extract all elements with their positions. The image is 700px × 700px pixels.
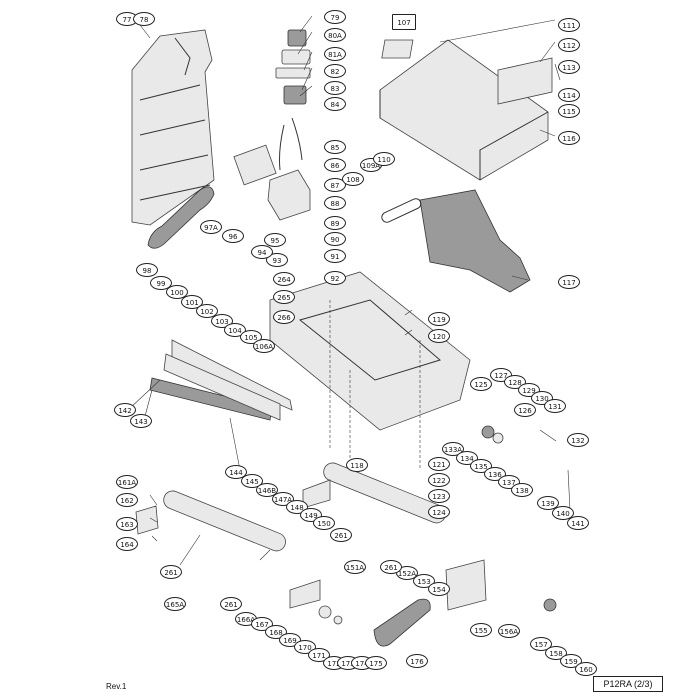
drive-belt <box>147 186 215 249</box>
callout-101: 101 <box>181 295 203 309</box>
callout-108: 108 <box>342 172 364 186</box>
callout-120: 120 <box>428 329 450 343</box>
callout-110: 110 <box>373 152 395 166</box>
callout-140: 140 <box>552 506 574 520</box>
callout-161A: 161A <box>116 475 138 489</box>
callout-125: 125 <box>470 377 492 391</box>
callout-261-d: 261 <box>220 597 242 611</box>
callout-175: 175 <box>365 656 387 670</box>
callout-92: 92 <box>324 271 346 285</box>
callout-143: 143 <box>130 414 152 428</box>
callout-155: 155 <box>470 623 492 637</box>
callout-83: 83 <box>324 81 346 95</box>
callout-265: 265 <box>273 290 295 304</box>
revision-label: Rev.1 <box>106 682 127 691</box>
callout-87: 87 <box>324 178 346 192</box>
planer-base <box>269 271 471 470</box>
callout-89: 89 <box>324 216 346 230</box>
callout-157: 157 <box>530 637 552 651</box>
callout-82: 82 <box>324 64 346 78</box>
callout-176: 176 <box>406 654 428 668</box>
callout-261-c: 261 <box>160 565 182 579</box>
leader-lines <box>127 15 571 566</box>
callout-141: 141 <box>567 516 589 530</box>
callout-164: 164 <box>116 537 138 551</box>
callout-111: 111 <box>558 18 580 32</box>
callout-97A: 97A <box>200 220 222 234</box>
callout-264: 264 <box>273 272 295 286</box>
callout-93: 93 <box>266 253 288 267</box>
callout-95: 95 <box>264 233 286 247</box>
callout-86: 86 <box>324 158 346 172</box>
callout-150: 150 <box>313 516 335 530</box>
callout-117: 117 <box>558 275 580 289</box>
callout-124: 124 <box>428 505 450 519</box>
callout-146B: 146B <box>256 483 278 497</box>
callout-112: 112 <box>558 38 580 52</box>
dust-hood <box>131 29 215 226</box>
callout-79: 79 <box>324 10 346 24</box>
callout-78: 78 <box>133 12 155 26</box>
callout-107: 107 <box>392 14 416 30</box>
callout-116: 116 <box>558 131 580 145</box>
callout-99: 99 <box>150 276 172 290</box>
callout-132: 132 <box>567 433 589 447</box>
callout-96: 96 <box>222 229 244 243</box>
callout-88: 88 <box>324 196 346 210</box>
callout-100: 100 <box>166 285 188 299</box>
callout-119: 119 <box>428 312 450 326</box>
callout-121: 121 <box>428 457 450 471</box>
callout-156A: 156A <box>498 624 520 638</box>
callout-139: 139 <box>537 496 559 510</box>
cutter-block <box>149 339 293 421</box>
side-brackets <box>135 425 557 625</box>
callout-122: 122 <box>428 473 450 487</box>
callout-261-a: 261 <box>330 528 352 542</box>
callout-106A: 106A <box>253 339 275 353</box>
callout-84: 84 <box>324 97 346 111</box>
callout-138: 138 <box>511 483 533 497</box>
callout-154: 154 <box>428 582 450 596</box>
callout-145: 145 <box>241 474 263 488</box>
callout-123: 123 <box>428 489 450 503</box>
callout-91: 91 <box>324 249 346 263</box>
callout-160: 160 <box>575 662 597 676</box>
callout-261-b: 261 <box>380 560 402 574</box>
callout-114: 114 <box>558 88 580 102</box>
callout-102: 102 <box>196 304 218 318</box>
motor-assembly <box>381 189 531 293</box>
model-page-label: P12RA (2/3) <box>593 676 663 692</box>
callout-165A: 165A <box>164 597 186 611</box>
callout-142: 142 <box>114 403 136 417</box>
callout-126: 126 <box>514 403 536 417</box>
callout-113: 113 <box>558 60 580 74</box>
callout-163: 163 <box>116 517 138 531</box>
callout-90: 90 <box>324 232 346 246</box>
switch-assembly <box>233 29 311 221</box>
callout-151A: 151A <box>344 560 366 574</box>
callout-131: 131 <box>544 399 566 413</box>
feed-roller-front <box>163 490 286 552</box>
drive-chain <box>373 598 431 647</box>
callout-144: 144 <box>225 465 247 479</box>
callout-266: 266 <box>273 310 295 324</box>
callout-162: 162 <box>116 493 138 507</box>
top-cover <box>379 39 553 181</box>
callout-94: 94 <box>251 245 273 259</box>
callout-98: 98 <box>136 263 158 277</box>
callout-85: 85 <box>324 140 346 154</box>
callout-80A: 80A <box>324 28 346 42</box>
callout-118: 118 <box>346 458 368 472</box>
callout-81A: 81A <box>324 47 346 61</box>
callout-115: 115 <box>558 104 580 118</box>
